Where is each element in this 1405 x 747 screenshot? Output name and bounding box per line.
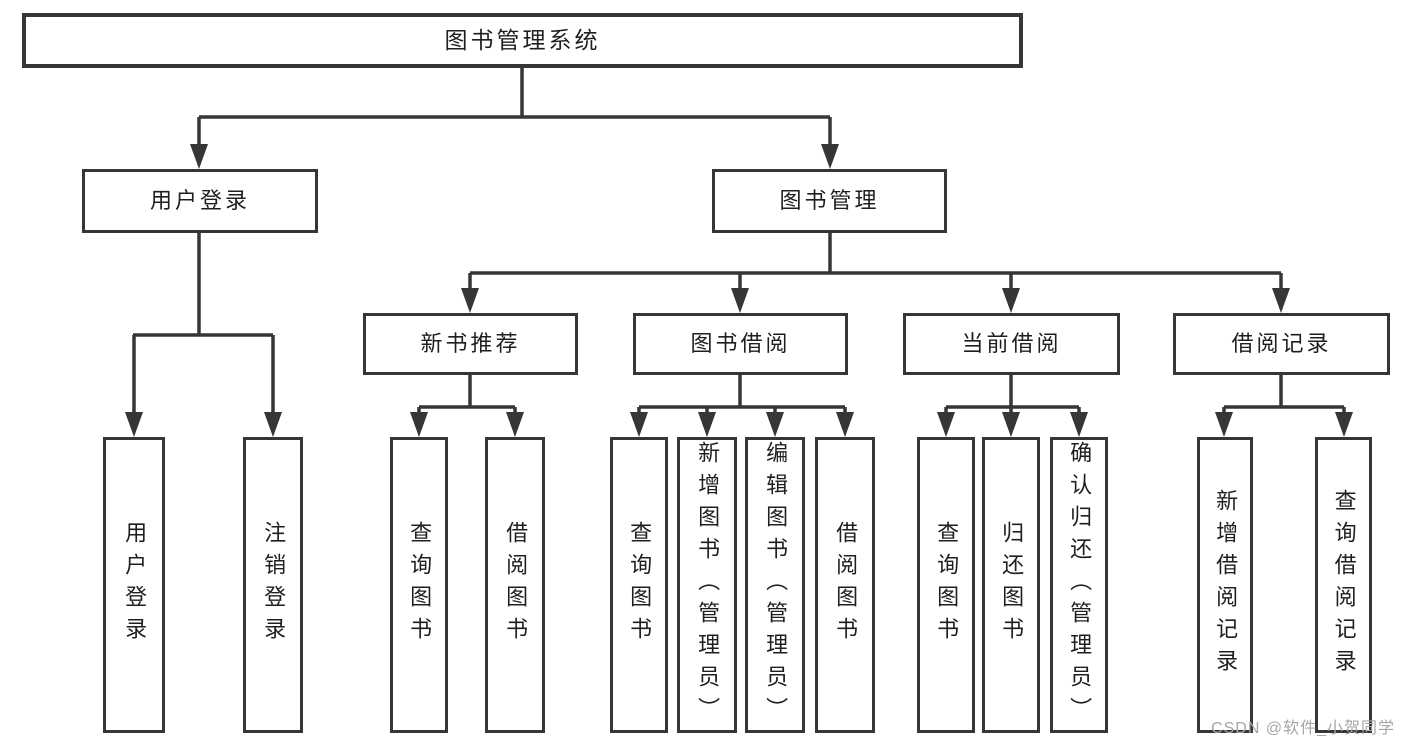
arrowhead-icon <box>1002 412 1020 437</box>
diagram-node-book-management: 图书管理 <box>712 169 947 233</box>
arrowhead-icon <box>1335 412 1353 437</box>
diagram-leaf-query-borrow-record: 查询借阅记录 <box>1315 437 1372 733</box>
diagram-leaf-query-books-borrowing: 查询图书 <box>610 437 668 733</box>
arrowhead-icon <box>506 412 524 437</box>
arrowhead-icon <box>1002 288 1020 313</box>
diagram-leaf-edit-books-admin: 编辑图书（管理员） <box>745 437 805 733</box>
diagram-leaf-query-books-current: 查询图书 <box>917 437 975 733</box>
arrowhead-icon <box>698 412 716 437</box>
diagram-leaf-return-books: 归还图书 <box>982 437 1040 733</box>
arrowhead-icon <box>836 412 854 437</box>
diagram-node-book-borrowing: 图书借阅 <box>633 313 848 375</box>
arrowhead-icon <box>937 412 955 437</box>
arrowhead-icon <box>630 412 648 437</box>
arrowhead-icon <box>766 412 784 437</box>
diagram-leaf-confirm-return-admin: 确认归还（管理员） <box>1050 437 1108 733</box>
arrowhead-icon <box>731 288 749 313</box>
diagram-node-new-book-recommend: 新书推荐 <box>363 313 578 375</box>
csdn-watermark: CSDN @软件_小贺同学 <box>1211 720 1395 737</box>
arrowhead-icon <box>1070 412 1088 437</box>
arrowhead-icon <box>1272 288 1290 313</box>
arrowhead-icon <box>821 144 839 169</box>
diagram-node-root-system: 图书管理系统 <box>22 13 1023 68</box>
diagram-leaf-add-books-admin: 新增图书（管理员） <box>677 437 737 733</box>
arrowhead-icon <box>190 144 208 169</box>
diagram-node-current-borrowing: 当前借阅 <box>903 313 1120 375</box>
diagram-node-user-login-group: 用户登录 <box>82 169 318 233</box>
diagram-leaf-logout: 注销登录 <box>243 437 303 733</box>
diagram-leaf-add-borrow-record: 新增借阅记录 <box>1197 437 1253 733</box>
diagram-leaf-query-books-recommend: 查询图书 <box>390 437 448 733</box>
diagram-node-borrowing-records: 借阅记录 <box>1173 313 1390 375</box>
diagram-leaf-borrow-books-recommend: 借阅图书 <box>485 437 545 733</box>
arrowhead-icon <box>264 412 282 437</box>
diagram-leaf-borrow-books: 借阅图书 <box>815 437 875 733</box>
arrowhead-icon <box>410 412 428 437</box>
arrowhead-icon <box>461 288 479 313</box>
arrowhead-icon <box>1215 412 1233 437</box>
diagram-leaf-user-login: 用户登录 <box>103 437 165 733</box>
arrowhead-icon <box>125 412 143 437</box>
